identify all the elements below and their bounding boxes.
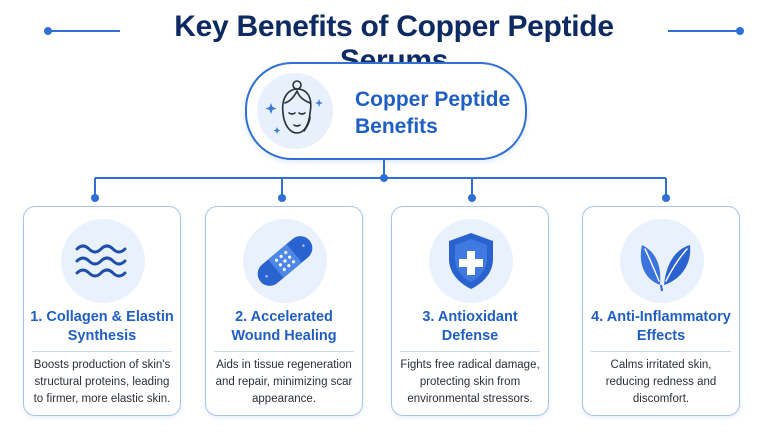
card-divider	[32, 351, 172, 352]
connector-dot-center	[380, 174, 388, 182]
title-ornament-line-left	[48, 30, 120, 32]
waves-icon	[61, 219, 145, 303]
leaves-icon	[620, 219, 704, 303]
benefit-card-1: 1. Collagen & Elastin Synthesis Boosts p…	[23, 206, 181, 416]
card-title: 4. Anti-Inflammatory Effects	[591, 309, 731, 344]
woman-face-icon	[257, 73, 333, 149]
shield-cross-icon	[429, 219, 513, 303]
card-description: Aids in tissue regeneration and repair, …	[215, 359, 353, 405]
card-description: Fights free radical damage, protecting s…	[400, 359, 540, 405]
title-ornament-line-right	[668, 30, 740, 32]
connector-dot-4	[662, 194, 670, 202]
card-title: 3. Antioxidant Defense	[422, 309, 518, 344]
bandage-icon	[243, 219, 327, 303]
benefit-card-3: 3. Antioxidant Defense Fights free radic…	[391, 206, 549, 416]
card-divider	[400, 351, 540, 352]
connector-dot-3	[468, 194, 476, 202]
card-divider	[591, 351, 731, 352]
benefit-card-4: 4. Anti-Inflammatory Effects Calms irrit…	[582, 206, 740, 416]
card-description: Calms irritated skin, reducing redness a…	[605, 359, 717, 405]
card-title: 1. Collagen & Elastin Synthesis	[30, 309, 174, 344]
connector-dot-2	[278, 194, 286, 202]
card-description: Boosts production of skin's structural p…	[33, 359, 171, 405]
hub-label: Copper Peptide Benefits	[355, 88, 511, 138]
connector-dot-1	[91, 194, 99, 202]
hub-node: Copper Peptide Benefits	[245, 62, 527, 160]
card-divider	[214, 351, 354, 352]
title-ornament-dot-right	[736, 27, 744, 35]
benefit-card-2: 2. Accelerated Wound Healing Aids in tis…	[205, 206, 363, 416]
card-title: 2. Accelerated Wound Healing	[231, 309, 337, 344]
